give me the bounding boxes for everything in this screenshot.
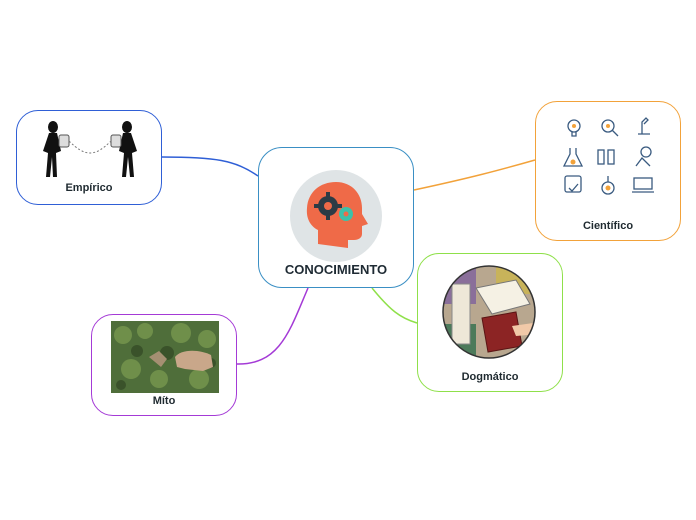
connector-dogmatico: [371, 287, 418, 324]
branch-cientifico[interactable]: Científico: [535, 101, 681, 241]
branch-empirico[interactable]: Empírico: [16, 110, 162, 205]
branch-mito[interactable]: Míto: [91, 314, 237, 416]
central-node[interactable]: CONOCIMIENTO: [258, 147, 414, 288]
people-talking-icon: [43, 121, 137, 177]
scriptures-books-icon: [442, 265, 536, 359]
branch-label-cientifico: Científico: [582, 220, 634, 232]
head-gears-icon: [290, 170, 382, 262]
central-label: CONOCIMIENTO: [284, 262, 388, 277]
branch-label-dogmatico: Dogmático: [461, 371, 519, 383]
branch-label-empirico: Empírico: [65, 182, 113, 194]
connector-cientifico: [413, 159, 536, 191]
connector-empirico: [161, 156, 259, 177]
branch-dogmatico[interactable]: Dogmático: [417, 253, 563, 392]
science-icons-grid: [562, 117, 654, 195]
branch-label-mito: Míto: [152, 395, 176, 407]
connector-mito: [236, 287, 309, 365]
carved-stone-relief-photo: [111, 321, 219, 393]
